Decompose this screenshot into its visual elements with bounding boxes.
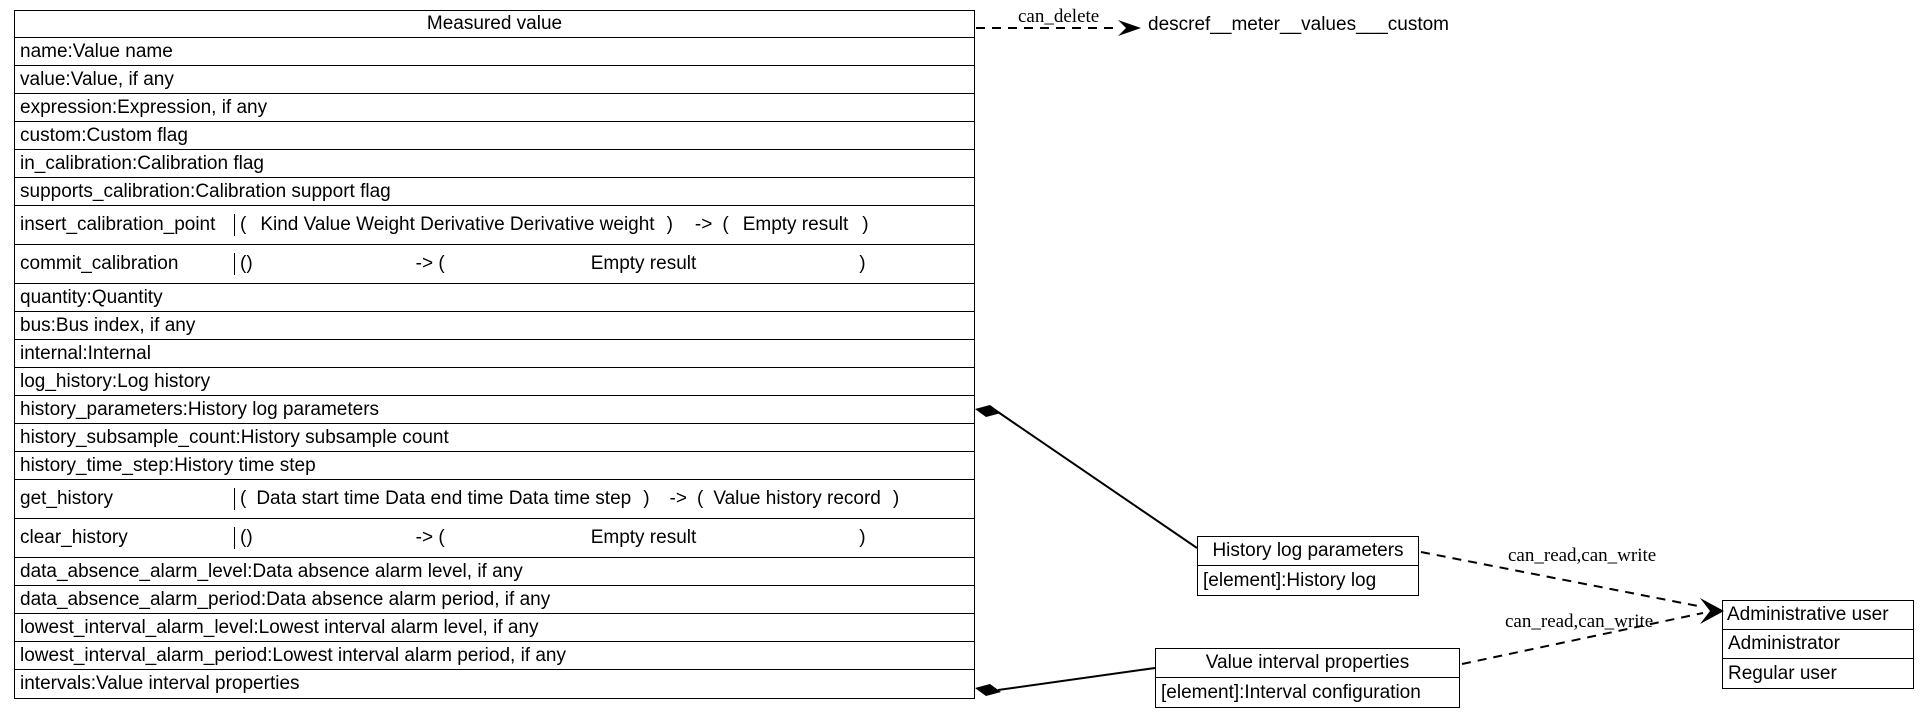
sig-returns: Empty result <box>590 527 697 548</box>
sig-return-close: ) <box>862 214 869 235</box>
attribute-row: name:Value name <box>15 38 974 66</box>
sig-returns: Empty result <box>742 214 849 235</box>
sig-params: Data start time Data end time Data time … <box>256 488 632 509</box>
class-title-history-log-parameters: History log parameters <box>1198 537 1418 566</box>
class-box-measured-value[interactable]: Measured value name:Value name value:Val… <box>14 10 975 699</box>
method-signature: () -> ( Empty result ) <box>235 253 974 275</box>
class-box-administrative-user[interactable]: Administrative user Administrator Regula… <box>1722 600 1914 689</box>
edge-label-history-permissions: can_read,can_write <box>1508 545 1657 566</box>
attribute-row: [element]:History log <box>1203 569 1377 591</box>
sig-close: ) <box>643 488 650 509</box>
sig-arrow: -> ( <box>415 527 445 548</box>
arrowhead-can-delete-icon <box>1118 20 1141 36</box>
sig-close: ) <box>666 214 673 235</box>
class-title-measured-value: Measured value <box>15 11 974 38</box>
attribute-row: data_absence_alarm_level:Data absence al… <box>15 558 974 586</box>
method-name: insert_calibration_point <box>15 214 235 236</box>
method-name: clear_history <box>15 527 235 549</box>
edge-intervals-composition <box>997 667 1156 691</box>
class-box-history-log-parameters[interactable]: History log parameters [element]:History… <box>1197 536 1419 596</box>
sig-return-open: ( <box>722 214 729 235</box>
arrowhead-admin-user-icon <box>1700 598 1724 624</box>
attribute-row: bus:Bus index, if any <box>15 312 974 340</box>
attribute-row: data_absence_alarm_period:Data absence a… <box>15 586 974 614</box>
attribute-row: Administrator <box>1723 630 1913 659</box>
edge-history-composition <box>997 411 1198 549</box>
sig-open: ( <box>240 488 247 509</box>
attribute-row: history_time_step:History time step <box>15 452 974 480</box>
method-row-clear-history: clear_history () -> ( Empty result ) <box>15 519 974 558</box>
attribute-row: [element]:Interval configuration <box>1161 681 1421 703</box>
attribute-row: internal:Internal <box>15 340 974 368</box>
attribute-row: lowest_interval_alarm_level:Lowest inter… <box>15 614 974 642</box>
sig-open: () <box>240 253 253 274</box>
attribute-row: log_history:Log history <box>15 368 974 396</box>
attribute-row: supports_calibration:Calibration support… <box>15 178 974 206</box>
attribute-row: custom:Custom flag <box>15 122 974 150</box>
method-row-commit-calibration: commit_calibration () -> ( Empty result … <box>15 245 974 284</box>
sig-open: ( <box>240 214 247 235</box>
edge-label-can-delete: can_delete <box>1018 6 1100 27</box>
attribute-row: in_calibration:Calibration flag <box>15 150 974 178</box>
method-name: get_history <box>15 488 235 510</box>
attribute-row: intervals:Value interval properties <box>20 673 300 694</box>
method-row-get-history: get_history ( Data start time Data end t… <box>15 480 974 519</box>
diamond-history-icon <box>975 405 1001 417</box>
class-title-administrative-user: Administrative user <box>1723 601 1913 630</box>
attribute-row: history_parameters:History log parameter… <box>15 396 974 424</box>
sig-returns: Empty result <box>590 253 697 274</box>
edge-label-interval-permissions: can_read,can_write <box>1505 611 1654 632</box>
diamond-intervals-icon <box>975 684 1001 696</box>
method-row-insert-calibration-point: insert_calibration_point ( Kind Value We… <box>15 206 974 245</box>
sig-open: () <box>240 527 253 548</box>
sig-return-close: ) <box>859 527 866 548</box>
attribute-row: lowest_interval_alarm_period:Lowest inte… <box>15 642 974 670</box>
sig-params: Kind Value Weight Derivative Derivative … <box>260 214 655 235</box>
sig-return-close: ) <box>859 253 866 274</box>
attribute-row: value:Value, if any <box>15 66 974 94</box>
attribute-row: history_subsample_count:History subsampl… <box>15 424 974 452</box>
external-reference-label: descref__meter__values___custom <box>1148 14 1450 35</box>
sig-arrow: -> <box>669 488 687 509</box>
attribute-row: Regular user <box>1728 662 1837 684</box>
method-signature: ( Data start time Data end time Data tim… <box>235 488 974 510</box>
sig-return-close: ) <box>892 488 900 509</box>
method-name: commit_calibration <box>15 253 235 275</box>
attribute-row: quantity:Quantity <box>15 284 974 312</box>
method-signature: ( Kind Value Weight Derivative Derivativ… <box>235 214 974 236</box>
attribute-row: expression:Expression, if any <box>15 94 974 122</box>
class-title-value-interval-properties: Value interval properties <box>1156 649 1459 678</box>
sig-arrow: -> ( <box>415 253 445 274</box>
sig-returns: Value history record <box>713 488 881 509</box>
class-box-value-interval-properties[interactable]: Value interval properties [element]:Inte… <box>1155 648 1460 708</box>
sig-arrow: -> <box>694 214 713 235</box>
method-signature: () -> ( Empty result ) <box>235 527 974 549</box>
sig-return-open: ( <box>696 488 704 509</box>
